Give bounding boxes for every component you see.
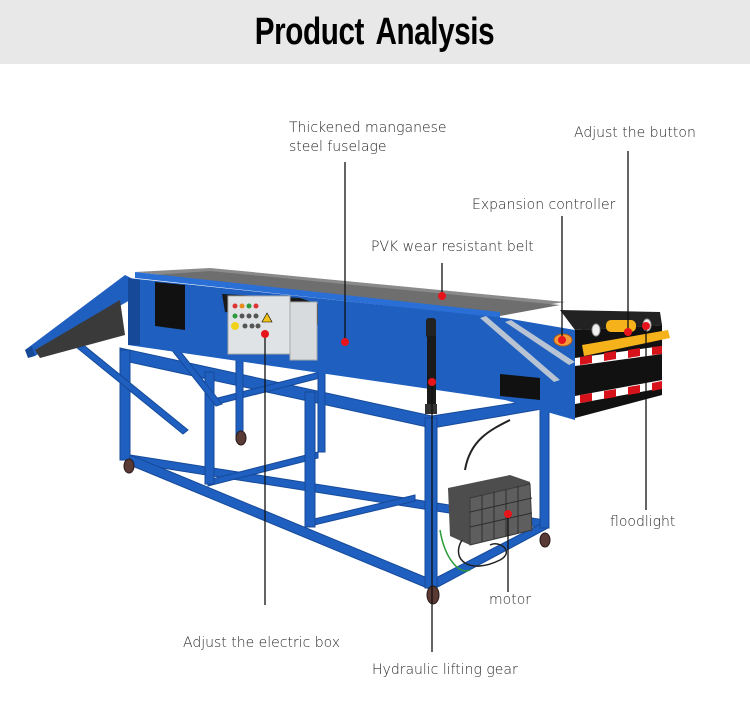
callout-hydraulic: Hydraulic lifting gear [372, 662, 518, 678]
caster-wheels [123, 430, 551, 605]
callout-adjust-button: Adjust the button [574, 125, 696, 141]
marker-floodlight [642, 322, 650, 330]
feeder-ramp [25, 275, 135, 358]
marker-fuselage [341, 338, 349, 346]
callout-fuselage: Thickened manganese steel fuselage [289, 119, 447, 157]
hydraulic-cylinder [425, 318, 437, 414]
marker-expansion-controller [558, 336, 566, 344]
header-banner: Product Analysis [0, 0, 750, 64]
callout-belt: PVK wear resistant belt [371, 239, 534, 255]
marker-motor [504, 510, 512, 518]
head-end [553, 310, 670, 418]
conveyor-diagram [25, 151, 670, 652]
marker-hydraulic [428, 378, 436, 386]
marker-adjust-button [624, 328, 632, 336]
product-illustration [0, 64, 750, 715]
callout-electric-box: Adjust the electric box [183, 635, 341, 651]
fuselage-body [128, 268, 575, 420]
page-title: Product Analysis [255, 10, 495, 53]
callout-fuselage-line2: steel fuselage [289, 139, 387, 155]
marker-electric-box [261, 330, 269, 338]
marker-belt [438, 292, 446, 300]
leader-lines [264, 151, 647, 652]
callout-markers [261, 292, 650, 518]
control-buttons [231, 303, 261, 330]
callout-fuselage-line1: Thickened manganese [289, 120, 447, 136]
callout-motor: motor [489, 592, 532, 608]
electric-box [222, 294, 318, 361]
warning-icon [261, 312, 273, 323]
callout-expansion-controller: Expansion controller [472, 197, 616, 213]
callout-floodlight: floodlight [610, 514, 676, 530]
motor-unit [439, 419, 533, 572]
